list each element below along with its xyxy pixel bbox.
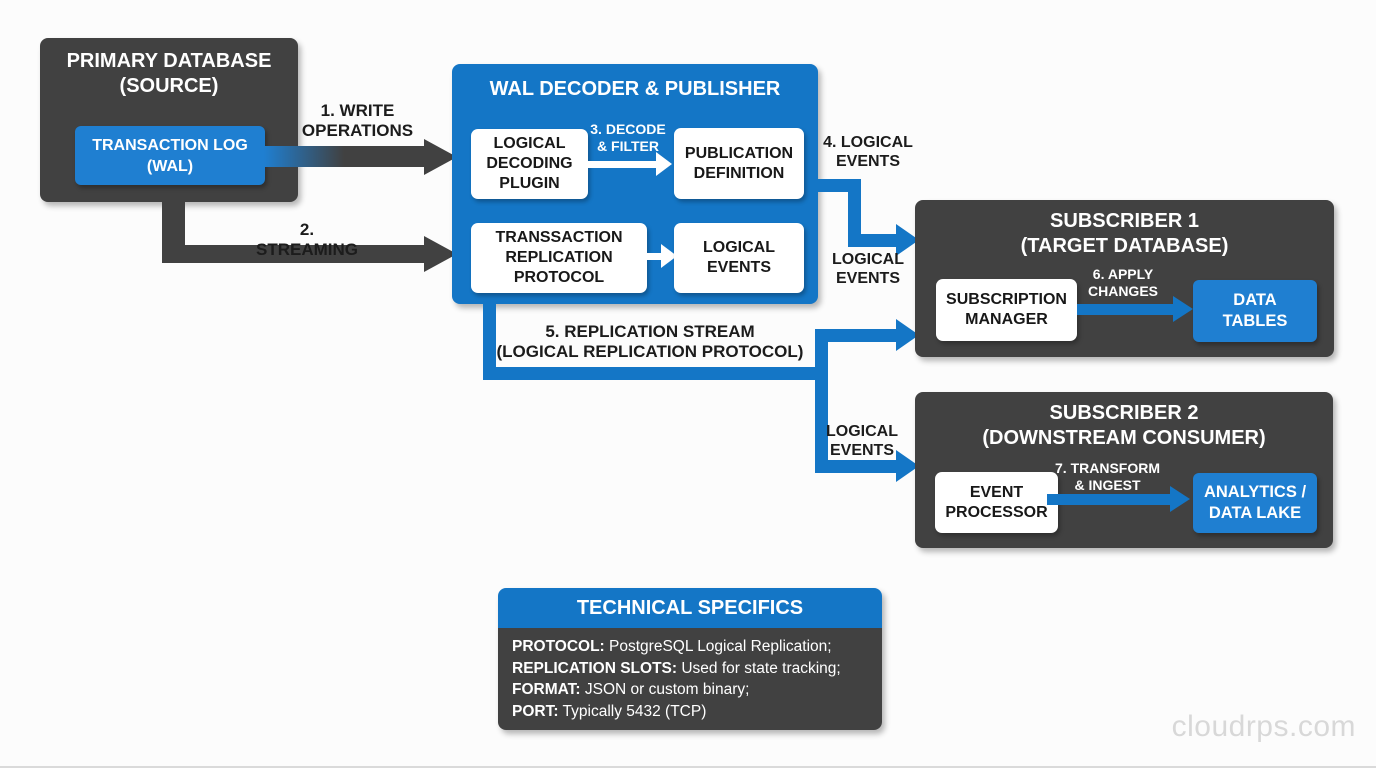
logical-decoding-plugin-box: LOGICAL DECODING PLUGIN [471,129,588,199]
technical-specifics-header: TECHNICAL SPECIFICS [498,588,882,628]
replication-stream-horizontal [483,367,828,380]
transsaction-replication-protocol-box: TRANSSACTION REPLICATION PROTOCOL [471,223,647,293]
wal-decoder-publisher-panel: WAL DECODER & PUBLISHER LOGICAL DECODING… [452,64,818,304]
replication-stream-branch1-shaft [815,329,896,342]
transform-ingest-arrowhead-icon [1170,486,1190,512]
subscriber2-panel: SUBSCRIBER 2 (DOWNSTREAM CONSUMER) EVENT… [915,392,1333,548]
decode-filter-arrow-shaft [582,161,656,168]
logical-events-4-vertical [848,179,861,247]
protocol-arrowhead-icon [661,244,677,268]
subscriber1-title: SUBSCRIBER 1 (TARGET DATABASE) [1020,210,1229,257]
decode-filter-label: 3. DECODE & FILTER [590,121,666,154]
publication-definition-box: PUBLICATION DEFINITION [674,128,804,199]
write-operations-arrowhead-icon [424,139,457,175]
technical-specifics-title: TECHNICAL SPECIFICS [576,597,804,619]
logical-events-box: LOGICAL EVENTS [674,223,804,293]
bottom-edge-line [0,766,1376,768]
data-tables-box: DATA TABLES [1193,280,1317,342]
tech-row-protocol: PROTOCOL: PostgreSQL Logical Replication… [512,638,832,655]
logical-events-sub1-label: LOGICAL EVENTS [832,251,904,287]
transaction-log-box: TRANSACTION LOG (WAL) [75,126,265,185]
event-processor-box: EVENT PROCESSOR [935,472,1058,533]
technical-specifics-panel: TECHNICAL SPECIFICS PROTOCOL: PostgreSQL… [498,588,882,730]
apply-changes-arrow-shaft [1077,304,1173,315]
decode-filter-arrowhead-icon [656,152,672,176]
apply-changes-label: 6. APPLY CHANGES [1087,266,1158,299]
apply-changes-arrowhead-icon [1173,296,1193,322]
replication-stream-vertical-left [483,304,496,380]
transform-ingest-label: 7. TRANSFORM & INGEST [1055,460,1160,493]
protocol-arrow-shaft [645,253,661,260]
transform-ingest-arrow-shaft [1047,494,1170,505]
replication-stream-label: 5. REPLICATION STREAM (LOGICAL REPLICATI… [496,322,804,361]
streaming-arrow-shaft [162,245,424,263]
replication-stream-branch1-arrowhead-icon [896,319,919,351]
primary-database-panel: PRIMARY DATABASE (SOURCE) TRANSACTION LO… [40,38,298,202]
subscriber2-title: SUBSCRIBER 2 (DOWNSTREAM CONSUMER) [982,402,1266,449]
tech-row-replication-slots: REPLICATION SLOTS: Used for state tracki… [512,659,841,677]
wal-decoder-publisher-title: WAL DECODER & PUBLISHER [489,78,781,100]
logical-events-sub2-label: LOGICAL EVENTS [826,423,898,459]
technical-specifics-body: PROTOCOL: PostgreSQL Logical Replication… [498,628,882,730]
replication-stream-branch2-arrowhead-icon [896,450,919,482]
tech-row-format: FORMAT: JSON or custom binary; [512,681,750,698]
logical-events-4-shaft [848,234,896,247]
write-operations-arrow-shaft [264,146,424,167]
replication-stream-vertical-right [815,329,828,473]
watermark: cloudrps.com [1171,710,1356,743]
logical-events-4-arrowhead-icon [896,224,919,256]
tech-row-port: PORT: Typically 5432 (TCP) [512,702,707,720]
subscription-manager-box: SUBSCRIPTION MANAGER [936,279,1077,341]
subscriber1-panel: SUBSCRIBER 1 (TARGET DATABASE) SUBSCRIPT… [915,200,1334,357]
analytics-data-lake-box: ANALYTICS / DATA LAKE [1193,473,1317,533]
streaming-label: 2. STREAMING [256,220,358,259]
replication-stream-branch2-shaft [815,460,896,473]
primary-database-title: PRIMARY DATABASE (SOURCE) [66,50,272,97]
logical-events-4-label: 4. LOGICAL EVENTS [823,134,913,170]
write-operations-label: 1. WRITE OPERATIONS [301,101,414,140]
streaming-arrowhead-icon [424,236,457,272]
